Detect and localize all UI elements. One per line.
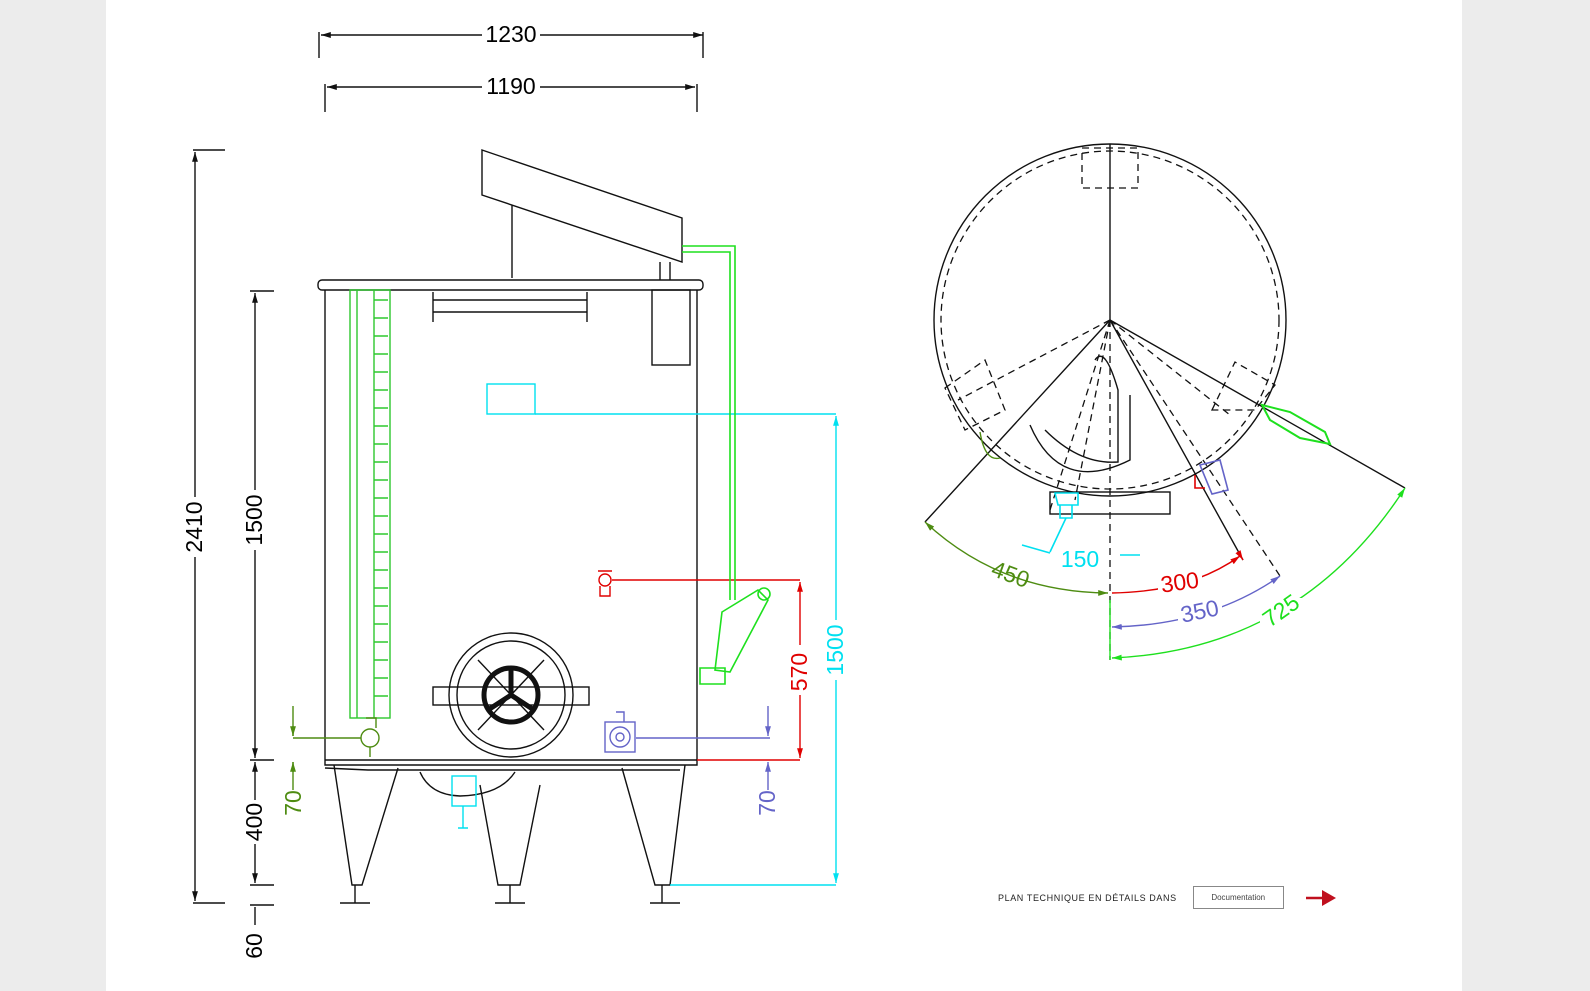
dim-red-valve: 570: [598, 570, 813, 761]
documentation-button[interactable]: Documentation: [1192, 886, 1284, 909]
svg-text:70: 70: [280, 790, 306, 816]
svg-text:150: 150: [1061, 546, 1099, 572]
cooling-pipe: [682, 245, 771, 685]
tank-plan: [924, 143, 1406, 660]
svg-text:725: 725: [1258, 589, 1304, 632]
svg-text:1500: 1500: [241, 494, 267, 545]
svg-text:570: 570: [786, 653, 812, 691]
dim-foot-height: 60: [241, 904, 274, 959]
svg-text:2410: 2410: [181, 501, 207, 552]
svg-text:1190: 1190: [486, 73, 535, 99]
svg-text:70: 70: [754, 790, 780, 816]
dim-leg-height: 400: [241, 762, 268, 883]
arrow-right-icon[interactable]: [1305, 889, 1336, 906]
svg-text:60: 60: [241, 933, 267, 959]
svg-text:300: 300: [1159, 567, 1201, 598]
svg-text:400: 400: [241, 803, 267, 841]
documentation-footer: PLAN TECHNIQUE EN DÉTAILS DANS Documenta…: [998, 886, 1336, 909]
dim-overall-height: 2410: [181, 149, 225, 904]
dim-blue-outlet: 70: [604, 706, 780, 816]
level-gauge: [349, 289, 391, 719]
svg-text:1500: 1500: [822, 624, 848, 675]
dim-inner-width: 1190: [324, 73, 698, 112]
footer-label: PLAN TECHNIQUE EN DÉTAILS DANS: [998, 892, 1177, 903]
dim-cyan-level: 1500: [451, 383, 849, 886]
dim-red-arc: 300: [1111, 555, 1243, 598]
dim-overall-width: 1230: [318, 21, 704, 58]
dim-cyan-offset: 150: [1061, 546, 1099, 572]
tank-elevation: [317, 149, 704, 904]
svg-text:450: 450: [988, 555, 1033, 593]
svg-text:1230: 1230: [485, 21, 536, 47]
dim-olive-outlet: 70: [280, 706, 380, 816]
dim-body-height: 1500: [241, 290, 274, 886]
